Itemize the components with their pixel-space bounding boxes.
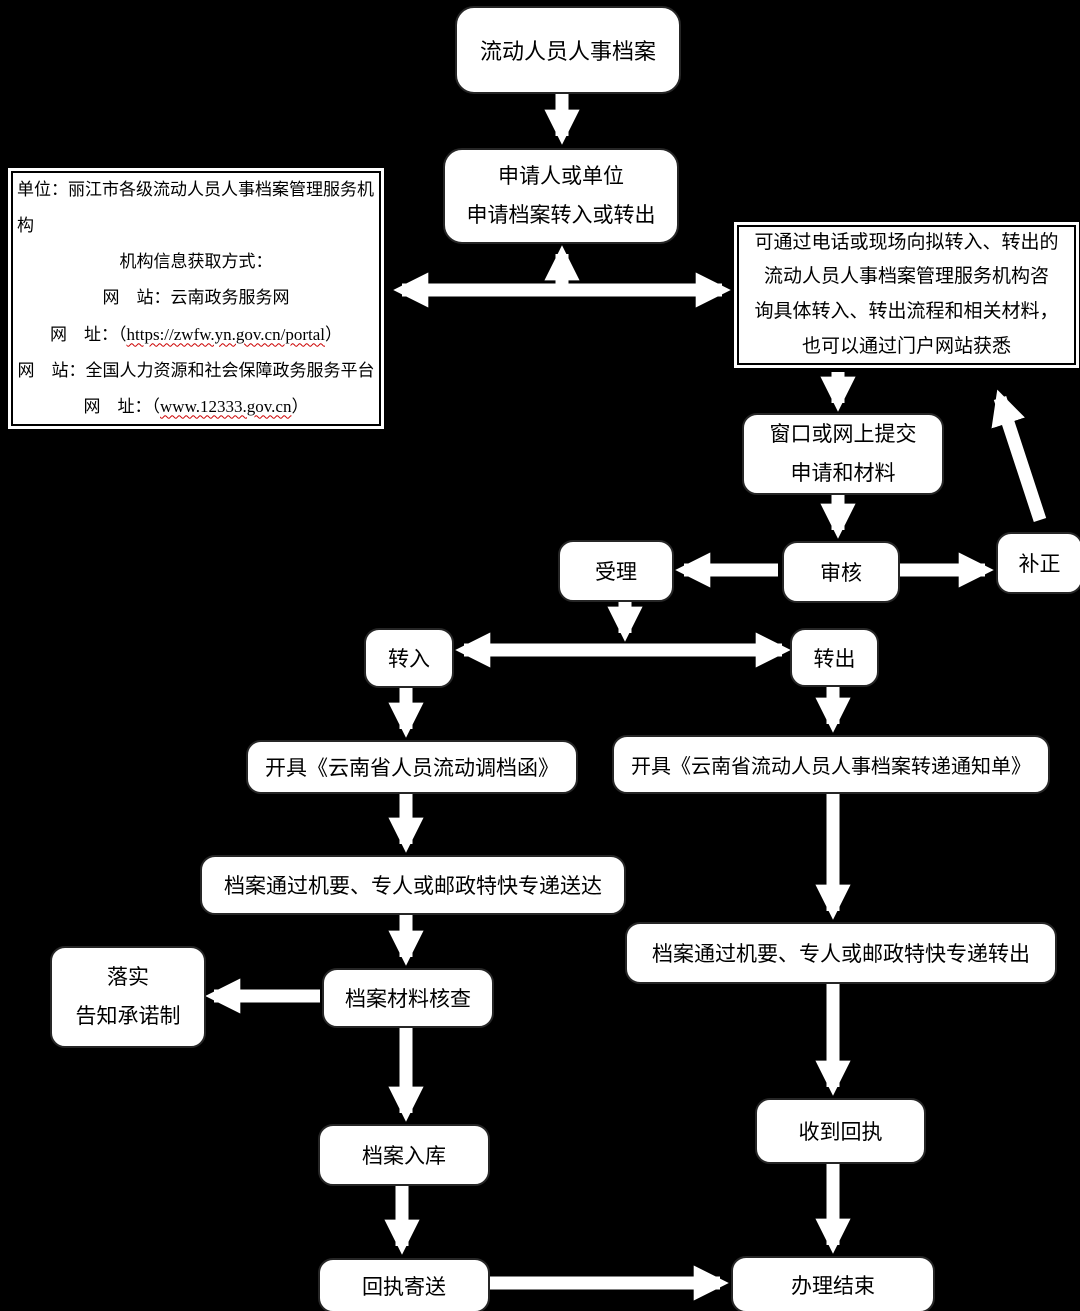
node-deliver-out-label: 档案通过机要、专人或邮政特快专递转出 [652, 942, 1030, 966]
url2-line: 网 址：（www.12333.gov.cn） [84, 389, 309, 425]
agency-howto-line: 机构信息获取方式： [119, 252, 273, 272]
url2-prefix: 网 址：（ [83, 396, 161, 416]
node-storage: 档案入库 [318, 1124, 490, 1186]
node-issue-letter-in-label: 开具《云南省人员流动调档函》 [265, 756, 559, 780]
node-deliver-in: 档案通过机要、专人或邮政特快专递送达 [200, 855, 626, 915]
url1-link: https://zwfw.yn.gov.cn/portal [126, 324, 325, 344]
node-verify: 档案材料核查 [322, 968, 494, 1028]
node-transfer-in: 转入 [364, 628, 454, 688]
website2-line: 网 站：全国人力资源和社会保障政务服务平台 [17, 360, 375, 380]
node-transfer-out-label: 转出 [813, 646, 856, 671]
node-promise: 落实 告知承诺制 [50, 946, 206, 1048]
node-deliver-in-label: 档案通过机要、专人或邮政特快专递送达 [224, 874, 602, 898]
node-supplement: 补正 [996, 532, 1080, 594]
url1-suffix: ） [324, 324, 342, 344]
node-storage-label: 档案入库 [362, 1144, 446, 1168]
node-apply-label: 申请人或单位 申请档案转入或转出 [466, 164, 656, 227]
node-submit: 窗口或网上提交 申请和材料 [742, 413, 944, 495]
node-promise-label: 落实 告知承诺制 [75, 965, 181, 1028]
node-apply: 申请人或单位 申请档案转入或转出 [443, 148, 679, 244]
node-receipt-send-label: 回执寄送 [362, 1274, 446, 1299]
node-archive-title: 流动人员人事档案 [455, 6, 681, 94]
consult-note-box: 可通过电话或现场向拟转入、转出的 流动人员人事档案管理服务机构咨 询具体转入、转… [734, 222, 1079, 368]
node-deliver-out: 档案通过机要、专人或邮政特快专递转出 [625, 922, 1057, 984]
node-receipt-send: 回执寄送 [318, 1258, 490, 1311]
node-verify-label: 档案材料核查 [345, 987, 471, 1011]
node-issue-notice-out: 开具《云南省流动人员人事档案转递通知单》 [612, 735, 1050, 794]
consult-note-text: 可通过电话或现场向拟转入、转出的 流动人员人事档案管理服务机构咨 询具体转入、转… [754, 231, 1059, 357]
agency-info-box: 单位：丽江市各级流动人员人事档案管理服务机构 机构信息获取方式： 网 站：云南政… [8, 168, 384, 429]
node-receipt-recv-label: 收到回执 [798, 1120, 883, 1144]
node-done: 办理结束 [731, 1256, 935, 1311]
node-archive-title-label: 流动人员人事档案 [479, 39, 656, 64]
node-receipt-recv: 收到回执 [755, 1098, 926, 1164]
url2-suffix: ） [291, 396, 309, 416]
node-submit-label: 窗口或网上提交 申请和材料 [769, 422, 917, 485]
node-review-label: 审核 [820, 561, 862, 585]
node-issue-letter-in: 开具《云南省人员流动调档函》 [246, 740, 578, 794]
node-review: 审核 [782, 541, 900, 603]
url1-prefix: 网 址：（ [50, 324, 127, 344]
arrow-supplement-to-info-right [991, 389, 1047, 523]
node-supplement-label: 补正 [1018, 552, 1061, 576]
node-transfer-out: 转出 [790, 628, 879, 687]
node-issue-notice-out-label: 开具《云南省流动人员人事档案转递通知单》 [631, 756, 1031, 778]
node-accept: 受理 [558, 540, 674, 602]
url1-line: 网 址：（https://zwfw.yn.gov.cn/portal） [50, 317, 342, 353]
url2-link: www.12333.gov.cn [160, 396, 292, 416]
node-done-label: 办理结束 [791, 1273, 875, 1298]
website1-line: 网 站：云南政务服务网 [102, 288, 290, 308]
node-accept-label: 受理 [595, 560, 637, 584]
agency-unit-line: 单位：丽江市各级流动人员人事档案管理服务机构 [17, 180, 374, 236]
node-transfer-in-label: 转入 [388, 647, 430, 671]
